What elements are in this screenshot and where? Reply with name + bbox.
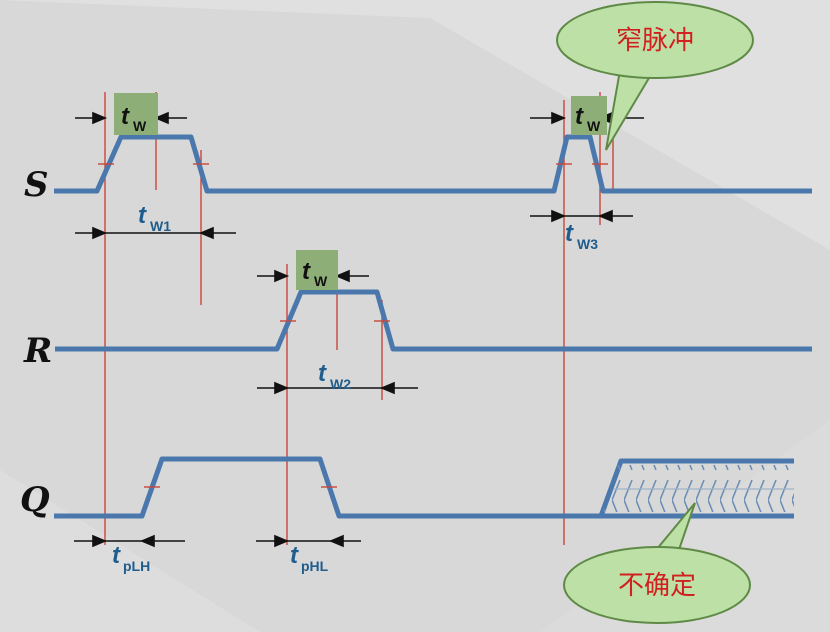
- tw-box: [296, 250, 338, 290]
- tw2-sub: W2: [330, 376, 351, 392]
- narrow-pulse-callout: 窄脉冲: [556, 1, 754, 151]
- tw3-sub: W3: [577, 236, 598, 252]
- tplh-label: t pLH: [112, 542, 150, 574]
- tw-sub: W: [587, 118, 601, 134]
- tw-main: t: [302, 258, 311, 285]
- tw-box: [571, 96, 607, 135]
- tphl-label: t pHL: [290, 542, 329, 574]
- tw2-label: t W2: [318, 360, 351, 392]
- signal-label-q: Q: [20, 480, 50, 520]
- r-waveform: [55, 289, 812, 352]
- tw-main: t: [121, 103, 130, 130]
- tw-sub: W: [314, 273, 328, 289]
- signal-label-r: R: [23, 331, 52, 371]
- tplh-sub: pLH: [123, 558, 150, 574]
- tw-label-r: t W: [302, 258, 328, 289]
- tw-label-s2: t W: [575, 103, 601, 134]
- tw3-main: t: [565, 220, 574, 247]
- tw1-label: t W1: [138, 202, 171, 234]
- narrow-pulse-label: 窄脉冲: [616, 26, 694, 56]
- tw-label-s1: t W: [121, 103, 147, 134]
- tw-sub: W: [133, 118, 147, 134]
- indeterminate-region: [603, 465, 794, 512]
- tw2-main: t: [318, 360, 327, 387]
- tw-box: [114, 93, 158, 135]
- indeterminate-label: 不确定: [618, 571, 696, 601]
- tphl-main: t: [290, 542, 299, 569]
- tw1-sub: W1: [150, 218, 171, 234]
- tw3-label: t W3: [565, 220, 598, 252]
- signal-label-s: S: [24, 165, 49, 205]
- tphl-sub: pHL: [301, 558, 329, 574]
- tw-main: t: [575, 103, 584, 130]
- tw1-main: t: [138, 202, 147, 229]
- tplh-main: t: [112, 542, 121, 569]
- indeterminate-callout: 不确定: [563, 502, 751, 624]
- threshold-ticks: [98, 163, 608, 488]
